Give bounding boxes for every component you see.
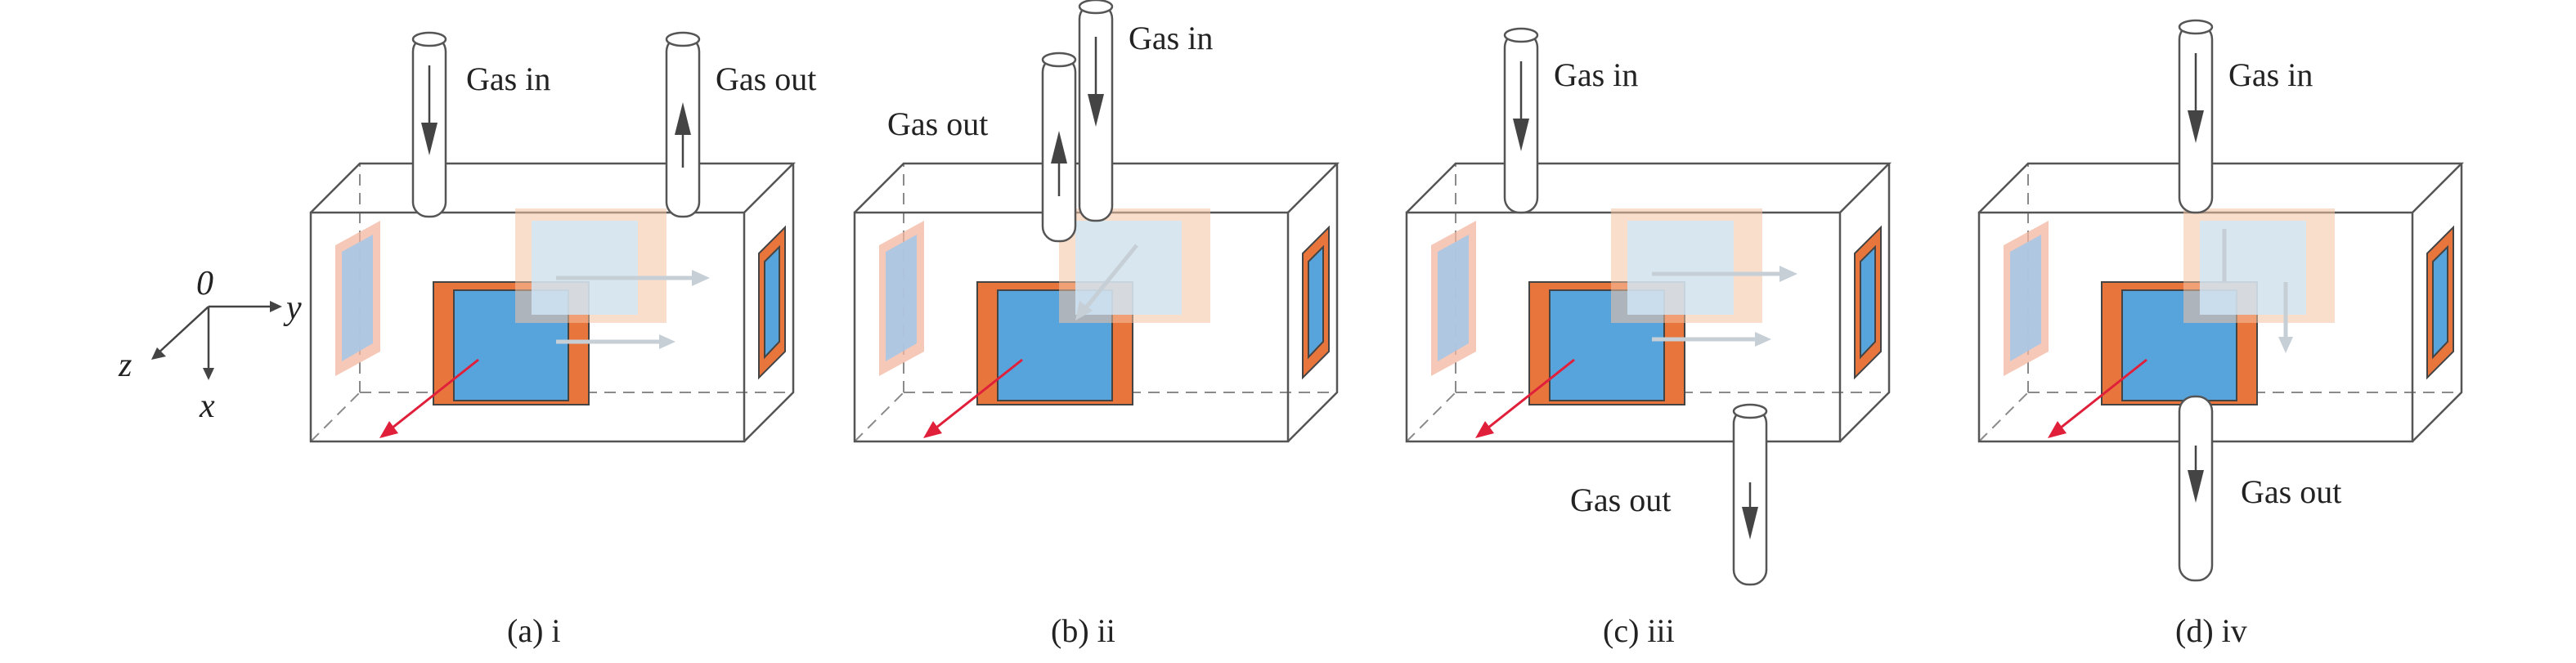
- coordinate-axes-icon: 0 y z x: [118, 265, 302, 425]
- panel-b: Gas in Gas out (b) ii: [853, 0, 1339, 649]
- panel-caption: (d) iv: [2175, 612, 2247, 649]
- axis-y-label: y: [283, 289, 302, 327]
- flow-arrow-icon: [2188, 470, 2204, 503]
- gas-out-label: Gas out: [887, 105, 988, 142]
- panel-caption: (c) iii: [1603, 612, 1675, 649]
- panel-c: Gas in Gas out (c) iii: [1405, 27, 1891, 649]
- panel-d: Gas in Gas out (d) iv: [1977, 19, 2463, 649]
- gas-out-label: Gas out: [1570, 482, 1671, 518]
- flow-arrow-icon: [675, 102, 691, 135]
- flow-arrow-icon: [2188, 110, 2204, 143]
- panel-caption: (b) ii: [1051, 612, 1115, 649]
- flow-arrow-icon: [1513, 119, 1529, 151]
- gas-in-label: Gas in: [1554, 56, 1638, 93]
- flow-arrow-icon: [1051, 131, 1067, 164]
- flow-arrow-icon: [1088, 94, 1104, 127]
- flow-arrow-icon: [421, 123, 438, 155]
- gas-in-label: Gas in: [2228, 56, 2313, 93]
- flow-arrow-icon: [1742, 507, 1758, 540]
- gas-out-label: Gas out: [716, 60, 816, 97]
- panel-a: Gas in Gas out (a) i: [309, 31, 816, 649]
- axis-origin-label: 0: [196, 265, 213, 302]
- gas-out-label: Gas out: [2241, 473, 2341, 510]
- gas-in-label: Gas in: [466, 60, 550, 97]
- axis-x-label: x: [199, 387, 215, 425]
- gas-in-label: Gas in: [1129, 20, 1213, 56]
- axis-z-label: z: [118, 347, 132, 384]
- panel-caption: (a) i: [507, 612, 561, 649]
